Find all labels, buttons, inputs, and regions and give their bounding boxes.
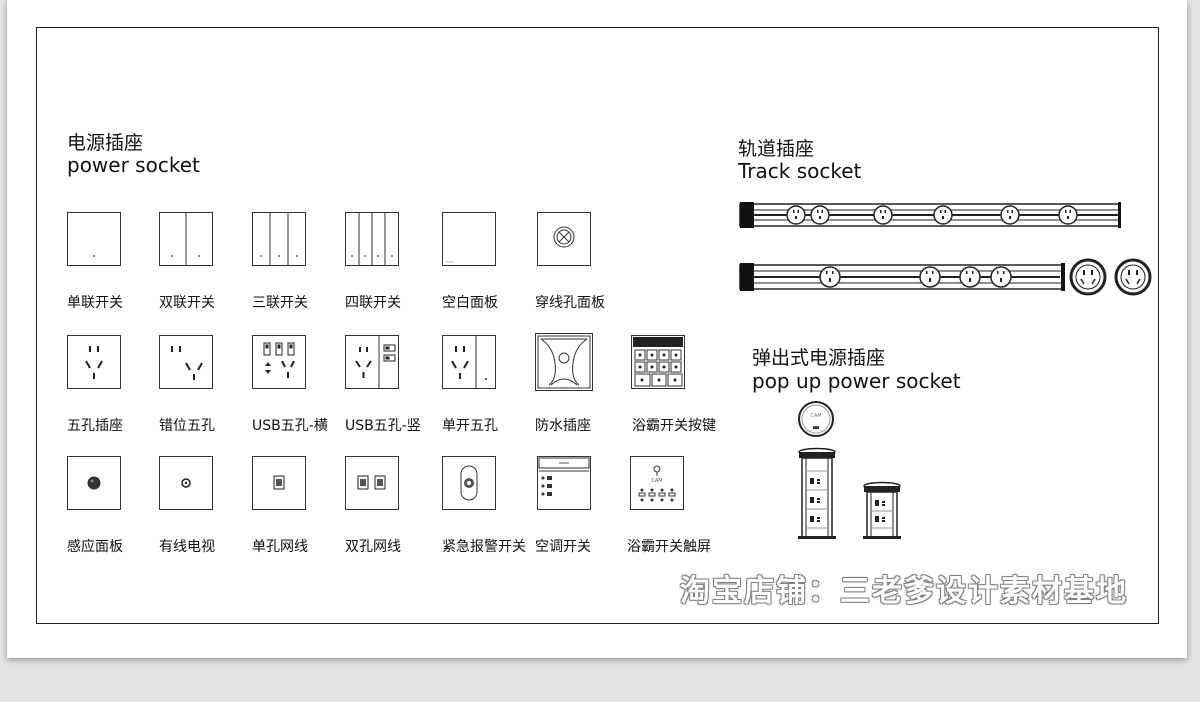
label-quad-switch: 四联开关 — [345, 295, 401, 311]
label-sensor-panel: 感应面板 — [67, 539, 123, 555]
label-cable-tv: 有线电视 — [159, 539, 215, 555]
popup-socket-top-view-icon: CAM — [798, 401, 834, 437]
air-conditioner-switch-icon — [537, 456, 591, 510]
popup-title-en: pop up power socket — [752, 369, 961, 393]
label-single-network: 单孔网线 — [252, 539, 308, 555]
label-usb-vertical: USB五孔-竖 — [345, 418, 421, 434]
track-title-en: Track socket — [738, 159, 862, 183]
label-bath-heater-touch: 浴霸开关触屏 — [627, 539, 711, 555]
label-waterproof-socket: 防水插座 — [535, 418, 591, 434]
usb-five-hole-vertical-icon — [345, 335, 399, 389]
touch-cam-label: CAM — [651, 478, 662, 484]
label-offset-five-hole: 错位五孔 — [159, 418, 215, 434]
power-title-en: power socket — [67, 153, 200, 177]
popup-socket-compact-icon — [863, 481, 901, 539]
bath-heater-button-icon — [631, 335, 685, 389]
popup-title-cn: 弹出式电源插座 — [752, 347, 886, 369]
shop-watermark: 淘宝店铺：三老爹设计素材基地 — [680, 574, 1128, 609]
label-switched-five-hole: 单开五孔 — [442, 418, 498, 434]
single-switch-icon — [67, 212, 121, 266]
track-outlet-icon-2 — [819, 266, 1012, 288]
triple-switch-icon — [252, 212, 306, 266]
single-network-port-icon — [252, 456, 306, 510]
double-network-port-icon — [345, 456, 399, 510]
label-blank-panel: 空白面板 — [442, 295, 498, 311]
power-title-cn: 电源插座 — [67, 132, 144, 154]
bath-heater-touch-icon: CAM — [630, 456, 684, 510]
label-five-hole-socket: 五孔插座 — [67, 418, 123, 434]
cable-tv-icon — [159, 456, 213, 510]
label-double-network: 双孔网线 — [345, 539, 401, 555]
label-air-conditioner: 空调开关 — [535, 539, 591, 555]
round-outlet-module-icon-2 — [1114, 258, 1152, 296]
label-cable-hole-panel: 穿线孔面板 — [535, 295, 605, 311]
track-socket-rail-2 — [739, 258, 1152, 296]
emergency-alarm-switch-icon — [442, 456, 496, 510]
track-title-cn: 轨道插座 — [738, 138, 815, 160]
sheet — [7, 0, 1187, 658]
blank-panel-icon — [442, 212, 496, 266]
cable-hole-panel-icon — [537, 212, 591, 266]
track-socket-rail-1 — [739, 202, 1121, 228]
label-single-switch: 单联开关 — [67, 295, 123, 311]
offset-five-hole-icon — [159, 335, 213, 389]
sensor-panel-icon — [67, 456, 121, 510]
label-emergency-alarm: 紧急报警开关 — [442, 539, 526, 555]
double-switch-icon — [159, 212, 213, 266]
label-bath-heater-button: 浴霸开关按键 — [632, 418, 716, 434]
label-triple-switch: 三联开关 — [252, 295, 308, 311]
switched-five-hole-icon — [442, 335, 496, 389]
waterproof-socket-icon — [535, 333, 593, 391]
usb-five-hole-horizontal-icon — [252, 335, 306, 389]
popup-cam-label: CAM — [810, 413, 821, 419]
label-double-switch: 双联开关 — [159, 295, 215, 311]
popup-socket-extended-icon — [798, 447, 836, 539]
track-outlet-icon — [786, 205, 1078, 225]
round-outlet-module-icon — [1069, 258, 1107, 296]
quad-switch-icon — [345, 212, 399, 266]
label-usb-horizontal: USB五孔-横 — [252, 418, 328, 434]
five-hole-socket-icon — [67, 335, 121, 389]
drawing-frame — [36, 27, 1159, 624]
